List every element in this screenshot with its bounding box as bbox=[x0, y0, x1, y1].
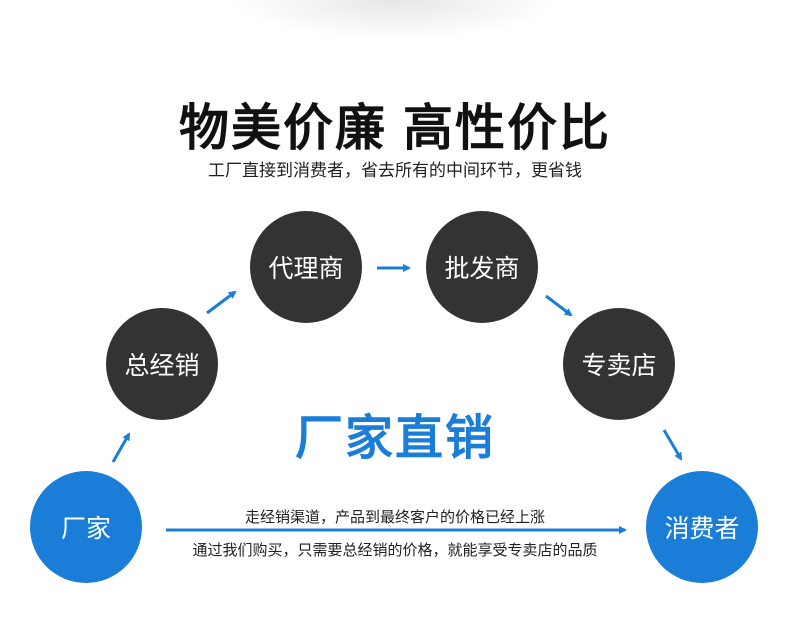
arrow-store-to-consumer bbox=[662, 429, 683, 461]
node-consumer: 消费者 bbox=[646, 471, 758, 583]
page-title: 物美价廉高性价比 bbox=[0, 88, 790, 160]
arrow-wholesaler-to-store bbox=[545, 294, 573, 317]
node-store-label: 专卖店 bbox=[581, 351, 657, 380]
center-label: 厂家直销 bbox=[294, 410, 495, 466]
node-factory-label: 厂家 bbox=[60, 514, 111, 543]
top-glow bbox=[230, 0, 560, 40]
node-store: 专卖店 bbox=[563, 308, 675, 420]
arrow-factory-to-general bbox=[111, 432, 131, 463]
node-agent: 代理商 bbox=[250, 211, 362, 323]
node-general-distributor: 总经销 bbox=[106, 308, 218, 420]
node-wholesaler: 批发商 bbox=[426, 211, 538, 323]
node-general-distributor-label: 总经销 bbox=[124, 351, 200, 380]
node-consumer-label: 消费者 bbox=[664, 514, 740, 543]
title-part-2: 高性价比 bbox=[403, 99, 611, 157]
arrow-general-to-agent bbox=[206, 290, 237, 315]
page-subtitle: 工厂直接到消费者，省去所有的中间环节，更省钱 bbox=[208, 161, 582, 181]
note-bottom: 通过我们购买，只需要总经销的价格，就能享受专卖店的品质 bbox=[192, 541, 598, 559]
note-top: 走经销渠道，产品到最终客户的价格已经上涨 bbox=[244, 508, 545, 526]
node-factory: 厂家 bbox=[30, 471, 142, 583]
node-agent-label: 代理商 bbox=[268, 254, 344, 283]
title-part-1: 物美价廉 bbox=[179, 99, 387, 157]
node-wholesaler-label: 批发商 bbox=[444, 254, 520, 283]
